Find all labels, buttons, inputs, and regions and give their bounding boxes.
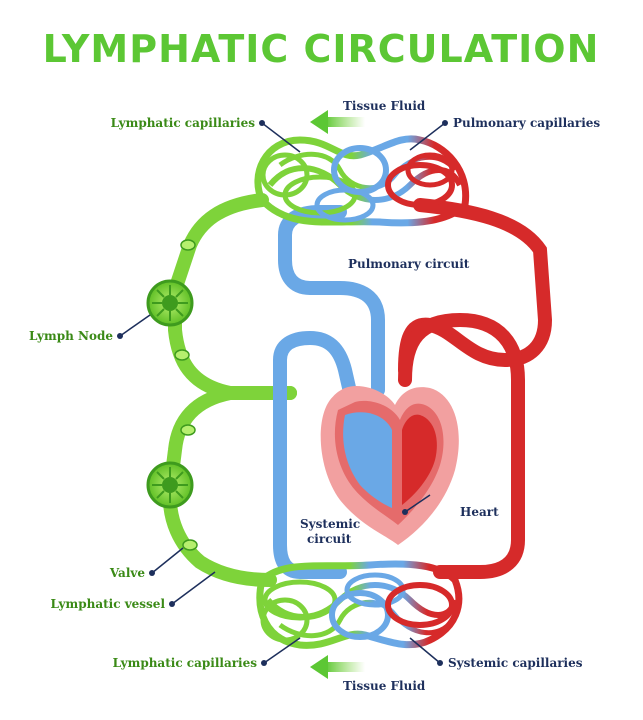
- lymph-node-lower: [146, 461, 194, 509]
- leader-lines: [119, 122, 446, 664]
- label-systemic-capillaries: Systemic capillaries: [448, 656, 583, 670]
- valve-icons: [174, 239, 198, 551]
- label-heart: Heart: [460, 505, 499, 519]
- label-lymphatic-vessel: Lymphatic vessel: [51, 597, 166, 611]
- tissue-fluid-arrow-bottom: [310, 655, 365, 679]
- page-title: LYMPHATIC CIRCULATION: [43, 27, 600, 71]
- label-tissue-fluid-top: Tissue Fluid: [343, 99, 426, 113]
- label-lymph-node: Lymph Node: [29, 329, 113, 343]
- label-pulmonary-circuit: Pulmonary circuit: [348, 257, 470, 271]
- pulmonary-artery: [278, 205, 385, 397]
- label-lymphatic-capillaries-top: Lymphatic capillaries: [111, 116, 256, 130]
- bottom-capillary-bed: [256, 560, 463, 649]
- heart: [320, 385, 459, 545]
- lymph-node-upper: [146, 279, 194, 327]
- pulmonary-vein: [398, 198, 553, 377]
- label-lymphatic-capillaries-bottom: Lymphatic capillaries: [113, 656, 258, 670]
- label-tissue-fluid-bottom: Tissue Fluid: [343, 679, 426, 693]
- top-capillary-bed: [254, 135, 470, 227]
- lymphatic-vessel-lower: [162, 386, 297, 587]
- label-systemic-circuit-line1: Systemic: [300, 517, 360, 531]
- tissue-fluid-arrow-top: [310, 110, 365, 134]
- label-valve: Valve: [109, 566, 146, 580]
- leader-dots: [117, 120, 448, 666]
- label-pulmonary-capillaries: Pulmonary capillaries: [453, 116, 600, 130]
- label-systemic-circuit-line2: circuit: [307, 532, 352, 546]
- aorta: [398, 312, 525, 579]
